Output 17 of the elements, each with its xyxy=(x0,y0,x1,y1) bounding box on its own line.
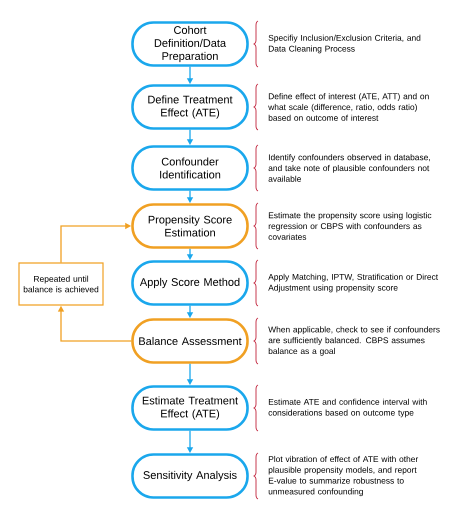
process-box: Confounder Identification xyxy=(131,145,249,191)
description-text: Estimate ATE and confidence interval with considerations based on outcome type xyxy=(268,398,427,418)
description-text: When applicable, check to see if confounders are sufficiently balanced. CBPS assumes balance as a goal xyxy=(268,326,440,356)
process-box: Cohort Definition/Data Preparation xyxy=(131,21,249,67)
description-text: Estimate the propensity score using logistic regression or CBPS with confounders as covariates xyxy=(268,212,432,240)
process-box: Balance Assessment xyxy=(131,318,249,364)
description-text: Specifiy Inclusion/Exclusion Criteria, and Data Cleaning Process xyxy=(268,34,420,54)
description-text: Apply Matching, IPTW, Stratification or Direct Adjustment using propensity score xyxy=(268,274,438,292)
note-box: Repeated until balance is achieved xyxy=(18,262,104,306)
process-box: Define Treatment Effect (ATE) xyxy=(131,84,249,130)
process-box: Propensity Score Estimation xyxy=(131,203,249,249)
description-text: Identify confounders observed in database, and take note of plausible confounders not available xyxy=(268,154,430,182)
process-box: Apply Score Method xyxy=(131,260,249,306)
description-text: Define effect of interest (ATE, ATT) and on what scale (difference, ratio, odds ratio) based on outcome of interest xyxy=(268,93,429,121)
process-box: Estimate Treatment Effect (ATE) xyxy=(131,385,249,431)
description-text: Plot vibration of effect of ATE with other plausible propensity models, and report E-value to summarize robustness to unmeasured confounding xyxy=(268,456,418,496)
process-box: Sensitivity Analysis xyxy=(131,453,249,499)
